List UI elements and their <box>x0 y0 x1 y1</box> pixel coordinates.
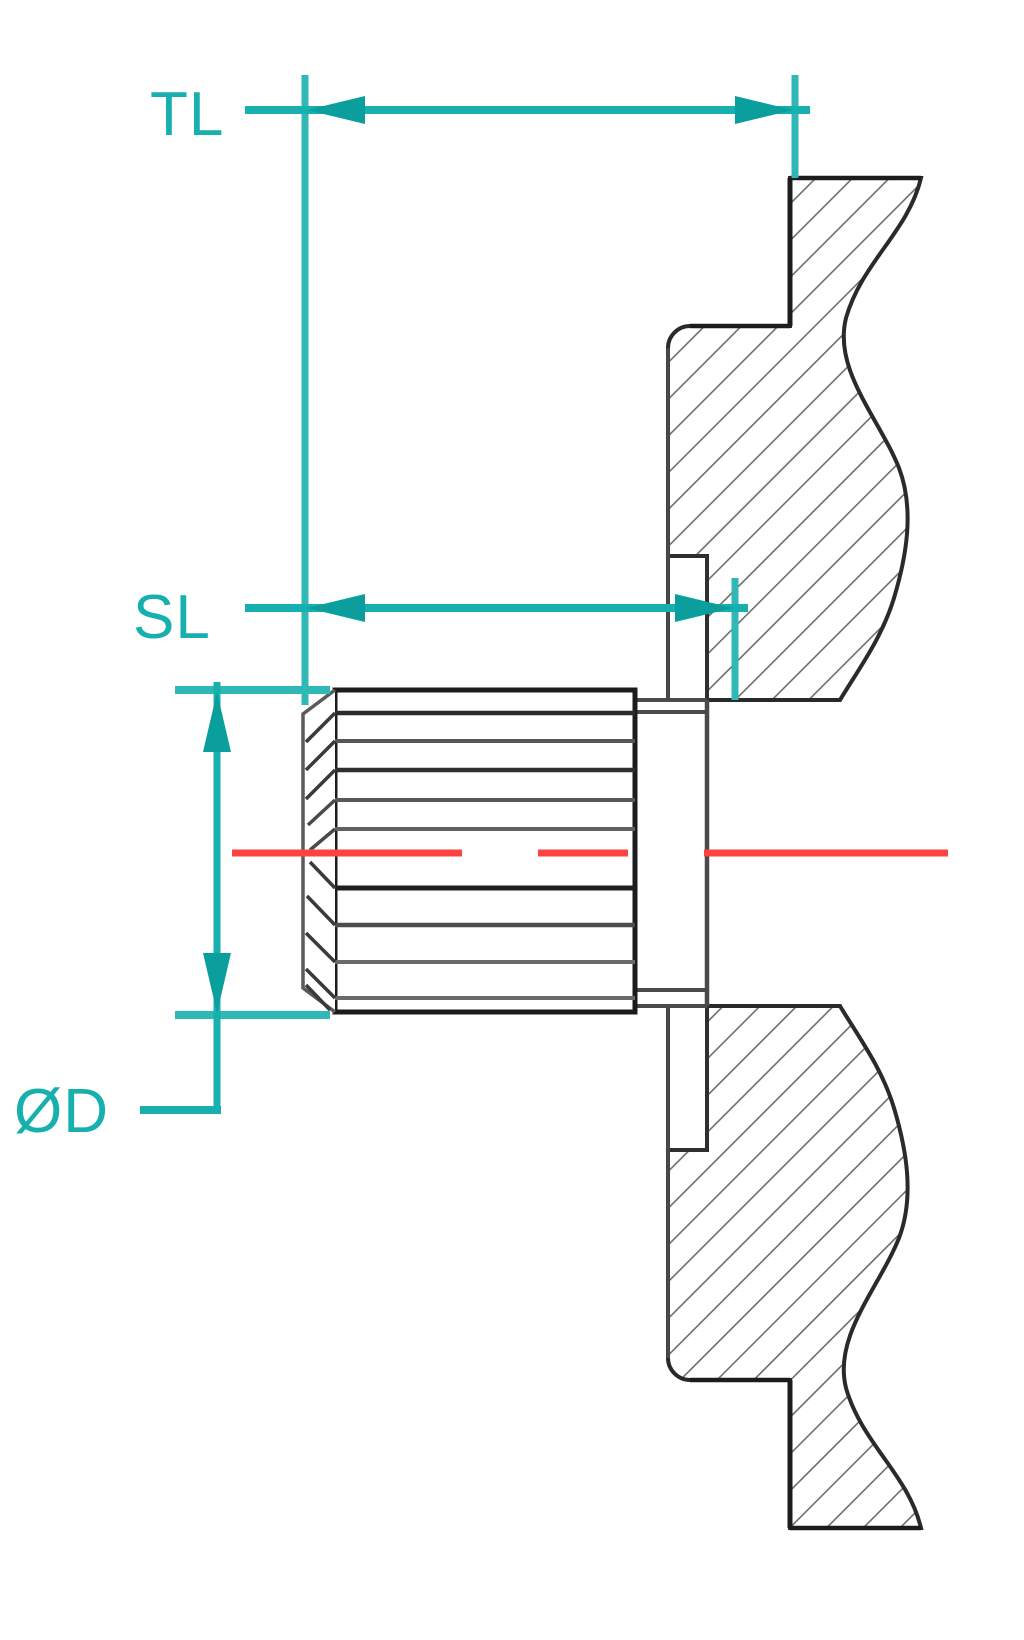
OD-label: ØD <box>14 1077 109 1146</box>
OD-arrow-top <box>203 692 231 752</box>
housing-upper <box>666 175 924 702</box>
chamfer-tooth <box>304 768 337 801</box>
SL-label: SL <box>133 583 211 652</box>
SL-arrow-left <box>307 594 365 622</box>
dimension-TL: TL <box>150 75 810 705</box>
dimension-OD: ØD <box>14 682 330 1146</box>
bore-outlines <box>633 698 710 1008</box>
chamfer-tooth <box>306 798 337 827</box>
knurl-lines <box>335 710 635 1000</box>
chamfer-tooth <box>304 711 337 744</box>
TL-arrow-right <box>735 96 793 124</box>
chamfer-tooth <box>305 894 337 927</box>
TL-arrow-left <box>307 96 365 124</box>
chamfer-tooth <box>304 931 337 964</box>
housing-upper-hatch <box>668 178 921 700</box>
chamfer-tooth <box>304 967 337 1000</box>
OD-arrow-bottom <box>203 953 231 1013</box>
housing-lower-outline <box>666 1004 924 1530</box>
chamfer-tooth <box>304 739 337 772</box>
dimension-SL: SL <box>133 578 748 700</box>
housing-lower <box>666 1004 924 1531</box>
SL-arrow-right <box>675 594 733 622</box>
chamfer-tooth <box>308 827 337 852</box>
chamfer-tooth <box>304 983 332 1012</box>
chamfer-tooth <box>308 860 337 890</box>
TL-label: TL <box>150 80 224 149</box>
housing-lower-hatch <box>668 1006 921 1528</box>
